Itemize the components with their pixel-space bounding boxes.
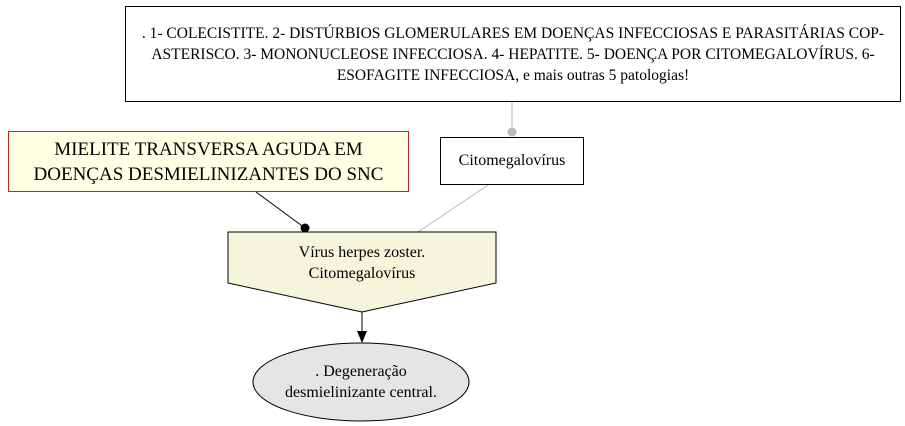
connector-dot-cmv [507,127,517,137]
node-mielite-text: MIELITE TRANSVERSA AGUDA EM DOENÇAS DESM… [33,138,384,185]
node-citomegalovirus-text: Citomegalovírus [458,152,566,169]
node-citomegalovirus[interactable]: Citomegalovírus [440,137,584,185]
node-virus-herpes[interactable]: Vírus herpes zoster. Citomegalovírus [228,232,496,312]
degeneracao-node-shape [252,342,470,422]
connector-dot-mielite [300,223,310,233]
node-virus-herpes-text: Vírus herpes zoster. Citomegalovírus [298,244,426,282]
connector-mielite-to-virus [255,191,306,229]
virus-node-shape [227,231,497,313]
connector-cmv-to-virus [417,184,489,233]
node-degeneracao[interactable]: . Degeneração desmielinizante central. [253,343,469,421]
node-patologias[interactable]: . 1- COLECISTITE. 2- DISTÚRBIOS GLOMERUL… [125,6,901,102]
node-patologias-text: . 1- COLECISTITE. 2- DISTÚRBIOS GLOMERUL… [141,24,885,84]
arrow-head [357,331,367,343]
node-degeneracao-text: . Degeneração desmielinizante central. [285,363,437,401]
node-mielite[interactable]: MIELITE TRANSVERSA AGUDA EM DOENÇAS DESM… [8,131,409,192]
